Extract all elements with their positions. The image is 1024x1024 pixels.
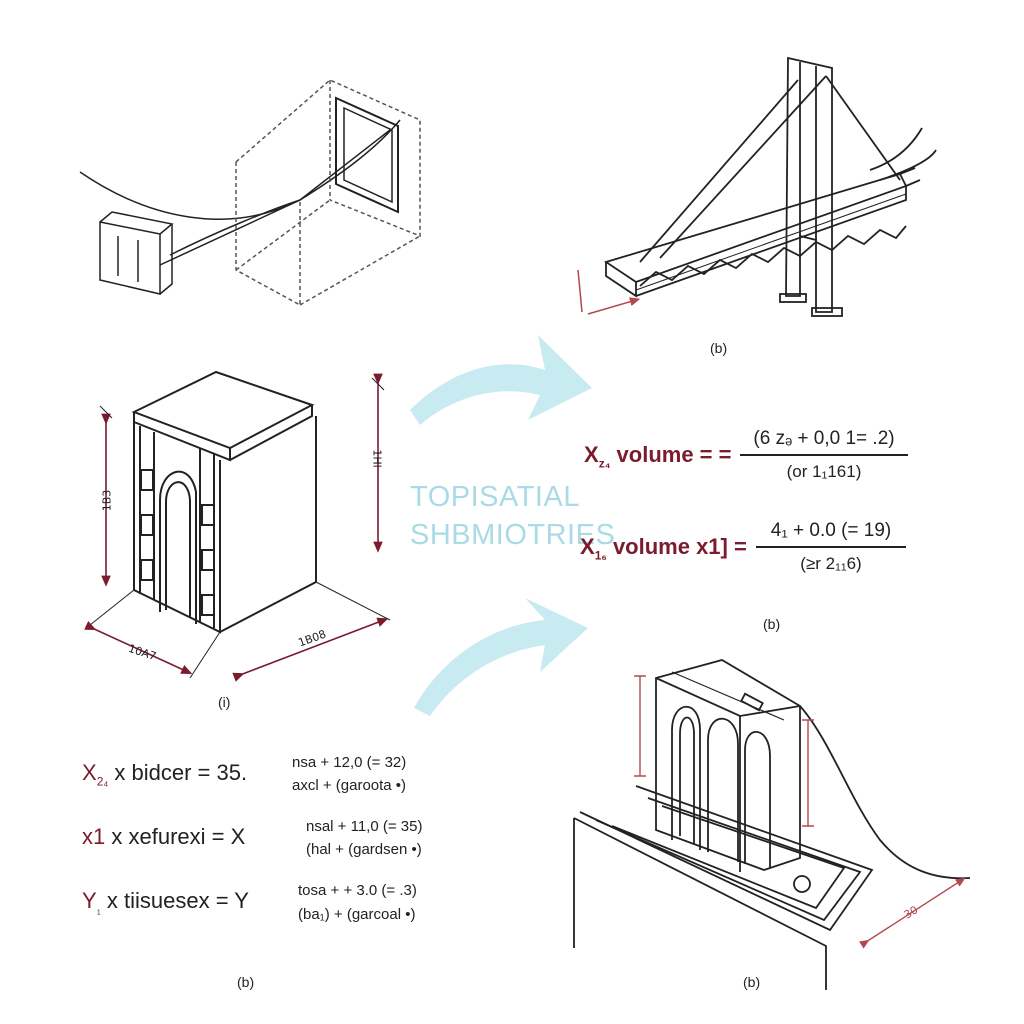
center-title-line2: SHBMIOTRIES xyxy=(410,519,616,551)
equation-label: volume = = xyxy=(616,442,732,467)
equation-lhs: X1₆ volume x1] = xyxy=(580,534,747,562)
dimension-label-building-right: 1Hl xyxy=(370,449,384,468)
center-title: TOPISATIAL SHBMIOTRIES xyxy=(410,478,616,554)
equation-variable: X xyxy=(584,442,599,467)
caption-bottom-left: (b) xyxy=(237,974,255,990)
equation-variable: X xyxy=(580,534,595,559)
equation-lhs: Xz₄ volume = = xyxy=(584,442,731,470)
equation-label: volume x1] = xyxy=(612,534,747,559)
equation-fraction: (6 zₔ + 0,0 1= .2) (or 1₁161) xyxy=(740,428,908,482)
equation-variable: X xyxy=(82,760,97,785)
center-title-line1: TOPISATIAL xyxy=(410,481,580,513)
equation-bottom-term: axcl + (garoota •) xyxy=(292,777,407,794)
equation-variable: x1 xyxy=(82,824,106,849)
curved-arrow-icon xyxy=(414,598,588,716)
curved-arrow-icon xyxy=(410,335,592,425)
equation-subscript: ₁ xyxy=(96,902,101,917)
equation-numerator: 4₁ + 0.0 (= 19) xyxy=(756,520,906,548)
cable-frame-sketch xyxy=(79,79,421,307)
gate-machine-sketch xyxy=(573,659,971,990)
equation-denominator: (≥r 2₁₁6) xyxy=(800,554,862,573)
caption-top-right: (b) xyxy=(710,340,728,356)
equation-lhs: x1 x xefurexi = X xyxy=(82,824,245,852)
equation-variable: Y xyxy=(82,888,97,913)
equation-label: x tiisuesex = Y xyxy=(106,888,249,913)
equation-fraction: 4₁ + 0.0 (= 19) (≥r 2₁₁6) xyxy=(756,520,906,574)
building-sketch xyxy=(89,370,391,679)
caption-building: (i) xyxy=(218,694,231,710)
building-dimensions xyxy=(84,373,389,682)
equation-bottom-term: (hal + (gardsen •) xyxy=(306,841,422,858)
equation-bottom-term: (ba₁) + (garcoal •) xyxy=(298,906,416,923)
equation-lhs: Y₁ x tiisuesex = Y xyxy=(82,888,249,916)
equation-subscript: z₄ xyxy=(598,456,611,471)
bridge-dimension xyxy=(577,269,641,315)
equation-label: x bidcer = 35. xyxy=(114,760,248,785)
equation-denominator: (or 1₁161) xyxy=(786,462,862,481)
equation-numerator: (6 zₔ + 0,0 1= .2) xyxy=(740,428,908,456)
caption-formulas-right: (b) xyxy=(763,616,781,632)
equation-lhs: X2₄ x bidcer = 35. xyxy=(82,760,247,788)
equation-top-term: nsa + 12,0 (= 32) xyxy=(292,754,407,771)
truss-bridge-sketch xyxy=(603,56,937,317)
equation-subscript: 1₆ xyxy=(594,548,607,563)
equation-top-term: nsal + 11,0 (= 35) xyxy=(306,818,423,835)
equation-label: x xefurexi = X xyxy=(111,824,246,849)
caption-bottom-right: (b) xyxy=(743,974,761,990)
gate-dimensions xyxy=(634,675,966,949)
dimension-label-building-left: 1B3 xyxy=(100,489,114,512)
equation-top-term: tosa + + 3.0 (= .3) xyxy=(298,882,417,899)
equation-subscript: 2₄ xyxy=(96,774,109,789)
